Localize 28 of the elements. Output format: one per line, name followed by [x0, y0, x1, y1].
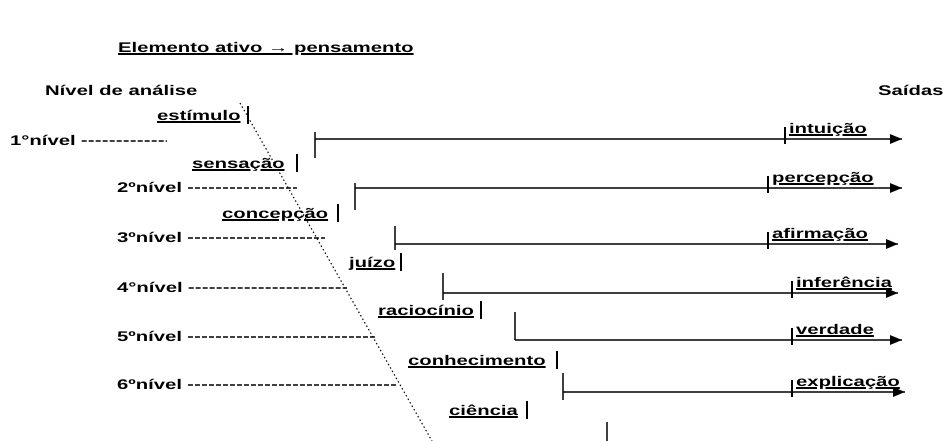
column-heading: Nível de análise — [45, 81, 198, 99]
level-label: 6ºnível — [117, 375, 182, 393]
arrow — [395, 239, 898, 249]
stage-label: ciência — [449, 401, 518, 419]
arrow — [355, 183, 902, 193]
stage-label: sensação — [192, 154, 285, 172]
arrow — [515, 335, 902, 345]
level-label: 1°nível — [10, 131, 76, 149]
stage-label: estímulo — [157, 106, 240, 124]
stage-label: juízo — [349, 253, 396, 271]
arrow — [563, 387, 905, 397]
level-label: 3ºnível — [117, 228, 182, 246]
stage-label: conhecimento — [408, 351, 546, 369]
level-label: 5ºnível — [117, 327, 182, 345]
level-label: 4°nível — [117, 278, 183, 296]
diagram-title: Elemento ativo → pensamento — [118, 38, 414, 56]
level-label: 2ºnível — [117, 178, 182, 196]
arrow — [443, 288, 898, 298]
output-label: percepção — [772, 168, 902, 194]
output-label: intuição — [789, 119, 902, 145]
output-label: inferência — [796, 273, 898, 299]
stage-label: concepção — [222, 204, 328, 222]
column-heading: Saídas — [878, 81, 944, 99]
stage-label: raciocínio — [378, 301, 474, 319]
output-label: explicação — [796, 372, 905, 398]
output-label: verdade — [796, 320, 902, 346]
output-label: afirmação — [772, 224, 898, 250]
arrow — [315, 134, 902, 144]
